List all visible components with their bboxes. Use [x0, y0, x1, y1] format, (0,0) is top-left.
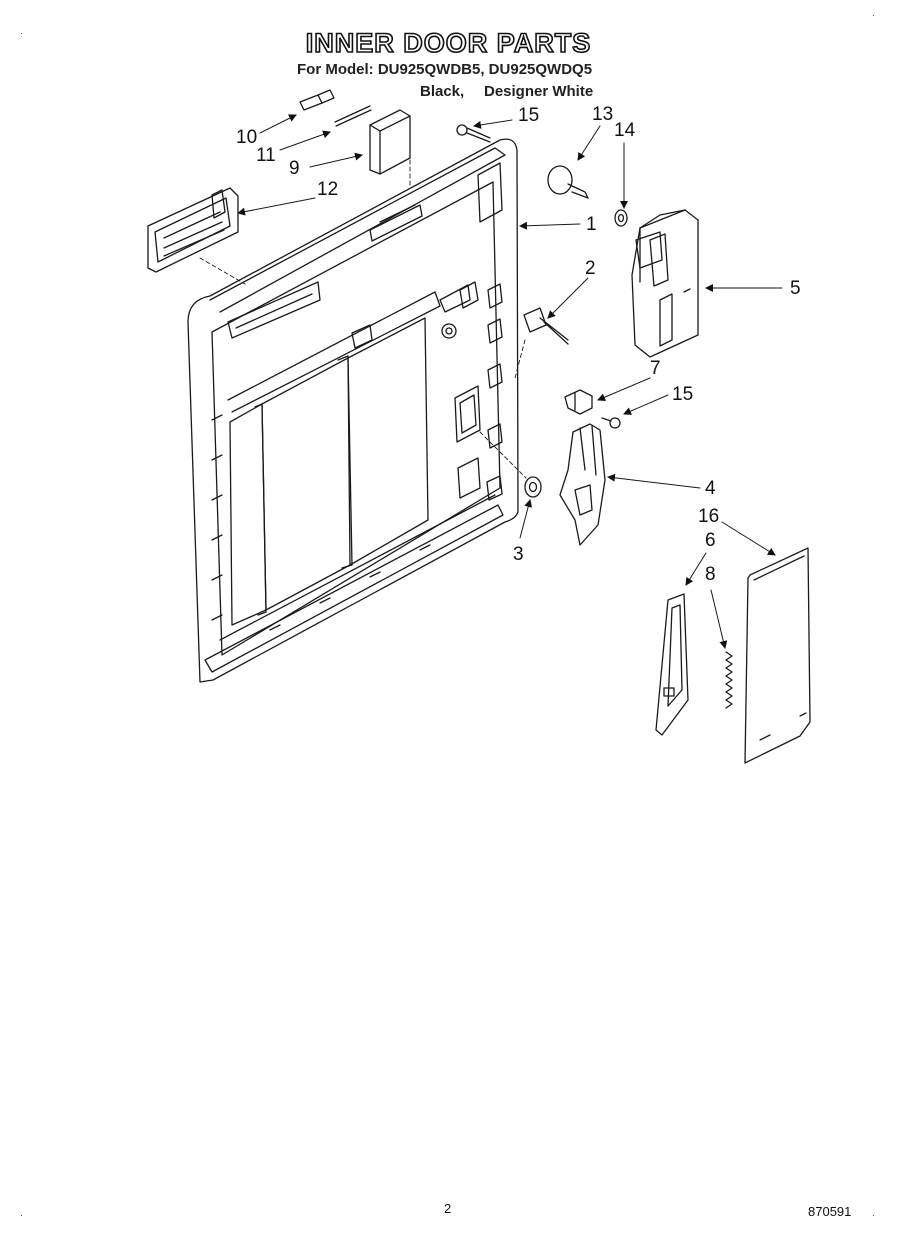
callout-5: 5	[790, 278, 801, 299]
callout-9: 9	[289, 158, 300, 179]
part-8-spring	[725, 651, 733, 709]
phantom-lines	[199, 159, 527, 479]
page-title: INNER DOOR PARTS	[305, 27, 592, 59]
inner-door-panel	[187, 138, 519, 683]
callout-3: 3	[513, 544, 524, 565]
corner-mark-bottom-left: ·	[20, 1210, 23, 1220]
callout-6: 6	[705, 530, 716, 551]
corner-mark-top-right: ·	[872, 10, 875, 20]
callout-11: 11	[256, 145, 276, 166]
callout-10: 10	[236, 127, 257, 148]
leader-lines	[237, 114, 783, 649]
part-4-latch-lever	[559, 423, 606, 546]
callout-13: 13	[592, 104, 613, 125]
callout-14: 14	[614, 120, 636, 141]
callout-15-top: 15	[518, 105, 539, 126]
part-7-clip	[564, 389, 593, 415]
corner-mark-top-left: ·	[20, 28, 23, 38]
part-15-screw-top	[456, 124, 491, 143]
callout-15-mid: 15	[672, 384, 693, 405]
callout-7: 7	[650, 358, 661, 379]
part-11-rod	[334, 105, 372, 127]
part-10-screw	[299, 89, 335, 111]
callout-1: 1	[586, 214, 597, 235]
page-number: 2	[444, 1201, 452, 1216]
part-16-panel-cover	[744, 547, 811, 764]
callout-16: 16	[698, 506, 719, 527]
callout-labels: 1 2 3 4 5 6 7 8 9 10 11 12 13 14 15 15 1…	[236, 104, 801, 585]
part-13-knob	[547, 165, 589, 199]
part-12-handle	[147, 187, 239, 273]
callout-8: 8	[705, 564, 716, 585]
part-14-washer	[614, 209, 628, 227]
model-subtitle: For Model: DU925QWDB5, DU925QWDQ5	[297, 61, 593, 78]
part-15-screw-mid	[601, 417, 621, 429]
part-5-latch-housing	[631, 209, 699, 358]
callout-4: 4	[705, 478, 716, 499]
part-9-cover-plate	[369, 109, 411, 175]
part-3-nut	[524, 476, 542, 498]
callout-2: 2	[585, 258, 596, 279]
color-black: Black,	[420, 83, 465, 100]
document-code: 870591	[808, 1204, 852, 1219]
corner-mark-bottom-right: ·	[872, 1210, 875, 1220]
callout-12: 12	[317, 179, 338, 200]
part-6-slide-plate	[655, 593, 689, 736]
part-2-bracket	[523, 307, 569, 345]
color-designer-white: Designer White	[484, 83, 594, 100]
